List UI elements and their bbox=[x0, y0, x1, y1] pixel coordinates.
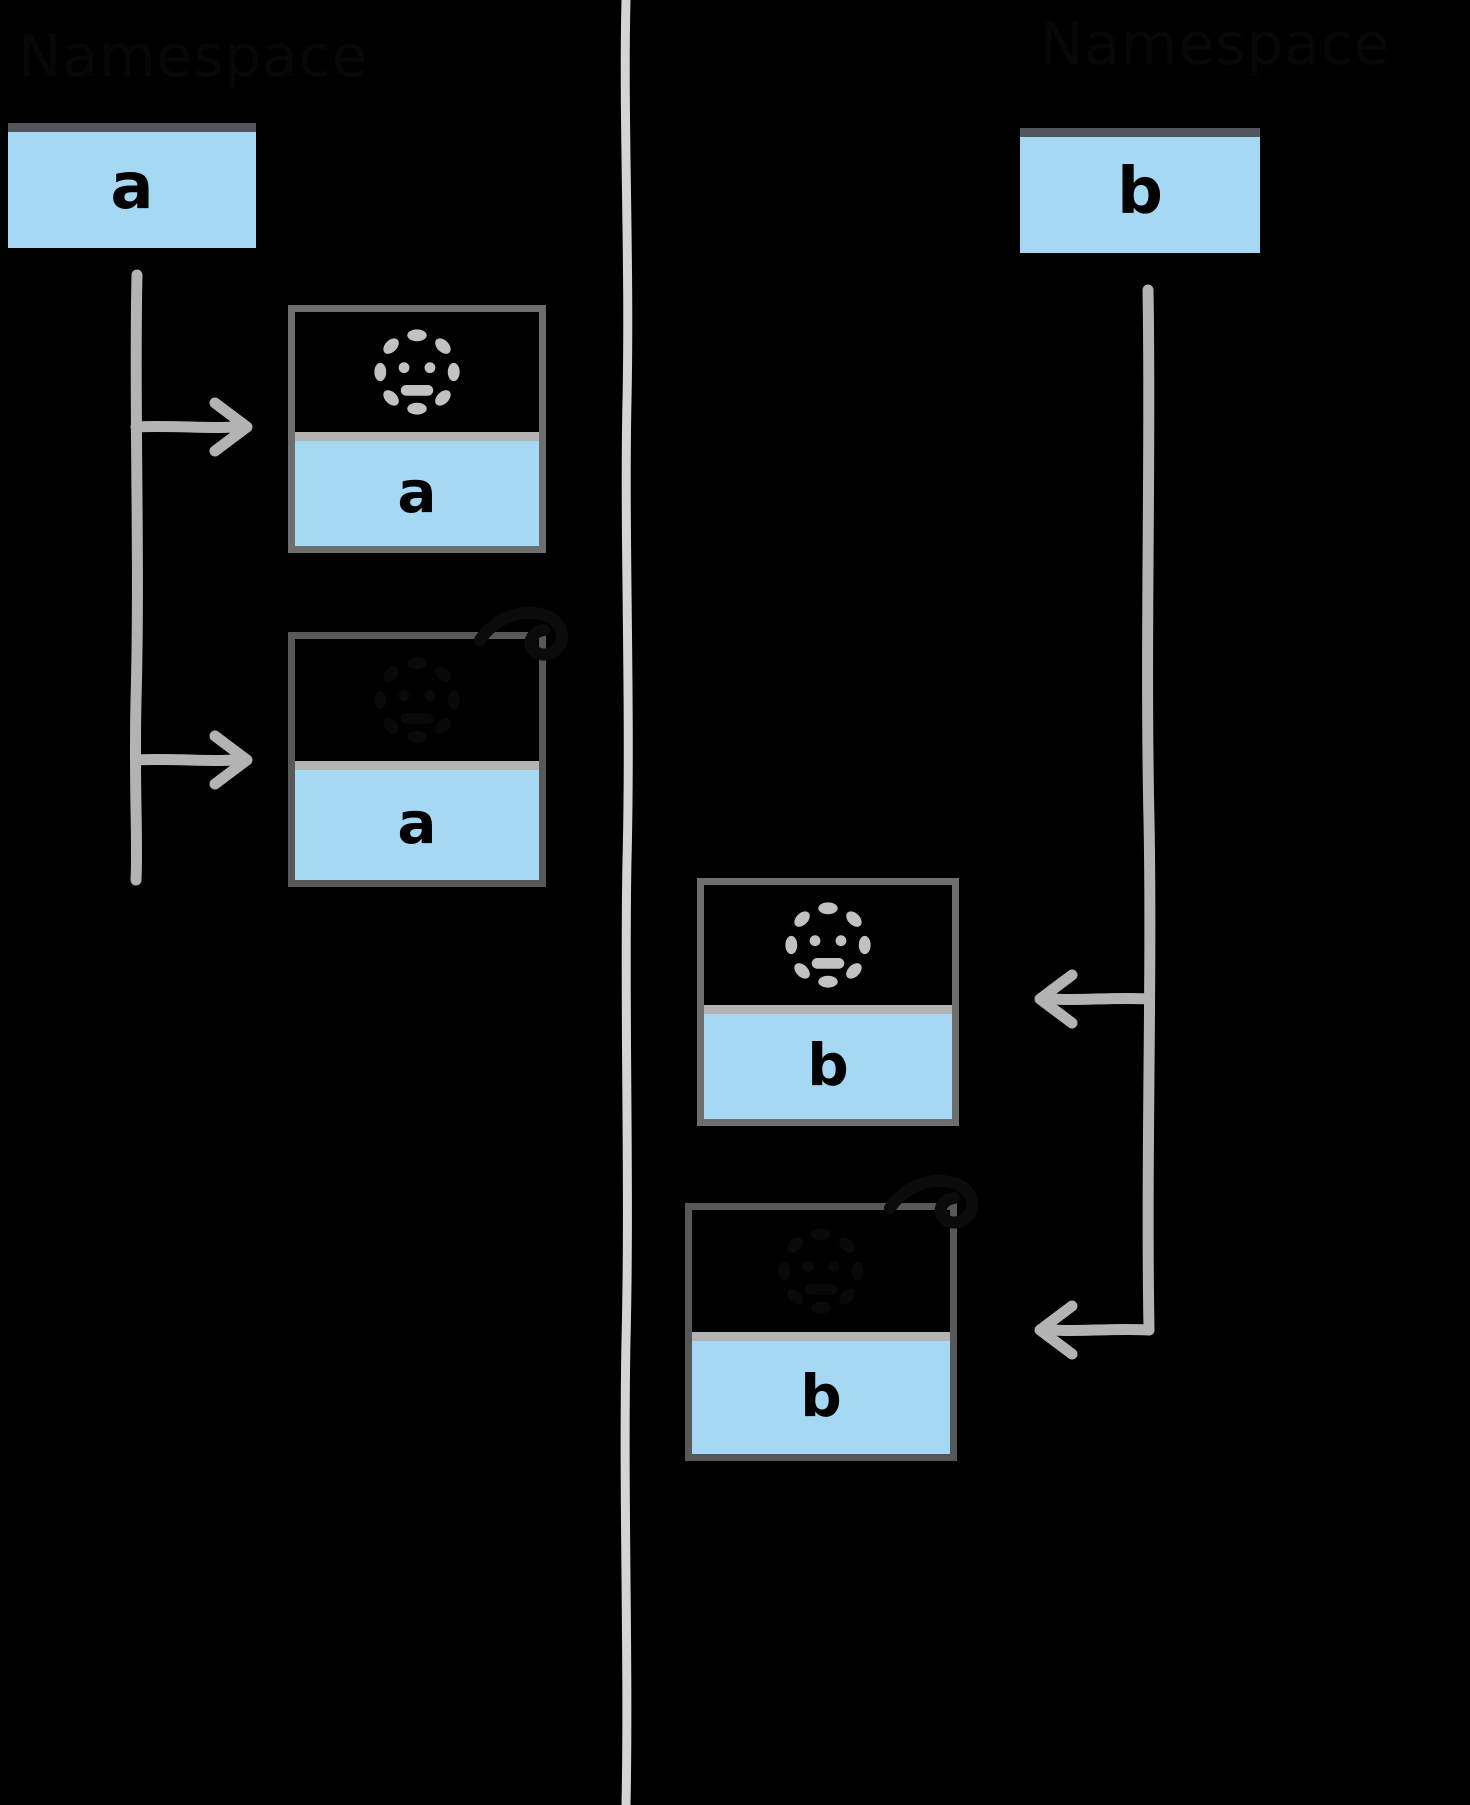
source-box-a-letter: a bbox=[110, 150, 154, 224]
pod-card-a-2-body: a bbox=[295, 770, 539, 880]
pod-card-b-2-letter: b bbox=[800, 1361, 842, 1430]
pod-card-a-1[interactable]: a bbox=[288, 305, 546, 553]
pod-card-a-1-letter: a bbox=[397, 457, 437, 526]
connector-left-trunk bbox=[129, 269, 143, 886]
source-box-b[interactable]: b bbox=[1020, 128, 1260, 253]
connector-left-branch-1 bbox=[130, 403, 247, 451]
pod-card-b-2-header bbox=[692, 1210, 950, 1332]
pod-card-b-1[interactable]: b bbox=[697, 878, 959, 1126]
connector-right-trunk bbox=[1142, 284, 1156, 1336]
connector-right-branch-2 bbox=[1040, 1306, 1155, 1354]
pod-card-a-2[interactable]: a bbox=[288, 632, 546, 887]
region-label-right: Namespace bbox=[1040, 10, 1391, 78]
pod-card-a-1-body: a bbox=[295, 441, 539, 546]
pod-dashed-circle-icon bbox=[778, 1228, 864, 1314]
pod-dashed-circle-icon bbox=[374, 329, 460, 415]
source-box-a[interactable]: a bbox=[8, 123, 256, 248]
pod-card-b-1-separator bbox=[704, 1005, 952, 1014]
pod-card-b-2-body: b bbox=[692, 1341, 950, 1454]
pod-card-a-2-separator bbox=[295, 761, 539, 770]
pod-dashed-circle-icon bbox=[785, 902, 871, 988]
pod-card-b-1-letter: b bbox=[807, 1030, 849, 1099]
pod-card-b-1-body: b bbox=[704, 1014, 952, 1119]
pod-card-b-2[interactable]: b bbox=[685, 1203, 957, 1461]
connector-left-branch-2 bbox=[130, 736, 247, 784]
pod-card-a-1-header bbox=[295, 312, 539, 432]
pod-card-b-2-separator bbox=[692, 1332, 950, 1341]
source-box-b-letter: b bbox=[1117, 155, 1163, 229]
connector-right-branch-1 bbox=[1040, 975, 1155, 1023]
pod-dashed-circle-icon bbox=[374, 657, 460, 743]
pod-card-a-2-letter: a bbox=[397, 789, 437, 857]
pod-card-b-1-header bbox=[704, 885, 952, 1005]
pod-card-a-2-header bbox=[295, 639, 539, 761]
pod-card-a-1-separator bbox=[295, 432, 539, 441]
region-label-left: Namespace bbox=[18, 22, 369, 90]
